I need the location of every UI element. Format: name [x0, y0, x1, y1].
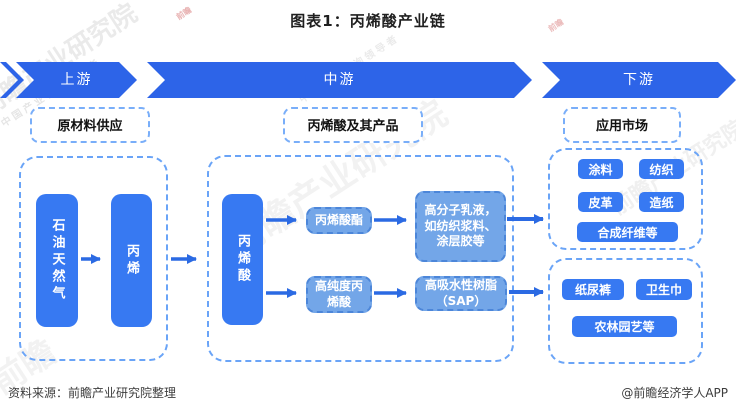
downstream-container-sap-markets — [548, 258, 703, 364]
banner-chevron-sliver — [0, 62, 24, 98]
market-synthetic-fiber: 合成纤维等 — [577, 222, 678, 242]
section-label-application-market: 应用市场 — [563, 107, 681, 143]
market-papermaking: 造纸 — [639, 192, 684, 212]
banner-label-downstream: 下游 — [623, 72, 655, 88]
source-note: 资料来源：前瞻产业研究院整理 — [8, 386, 177, 400]
market-sanitary-napkin: 卫生巾 — [636, 279, 692, 300]
market-diapers: 纸尿裤 — [562, 279, 624, 300]
node-oil-gas: 石油天然气 — [36, 194, 78, 327]
node-polymer-emulsion: 高分子乳液，如纺织浆料、涂层胶等 — [415, 191, 506, 262]
market-leather: 皮革 — [578, 192, 623, 212]
page-title: 图表1：丙烯酸产业链 — [290, 12, 446, 30]
node-sap-resin: 高吸水性树脂（SAP） — [415, 276, 507, 311]
market-agriculture-horticulture: 农林园艺等 — [572, 316, 677, 337]
node-acrylic-acid: 丙烯酸 — [222, 194, 263, 325]
banner-segment-upstream — [16, 62, 137, 98]
banner-segment-midstream — [147, 62, 532, 98]
credit-note: @前瞻经济学人APP — [621, 386, 728, 400]
section-label-acrylic-products: 丙烯酸及其产品 — [283, 107, 423, 143]
node-high-purity-acrylic-acid: 高纯度丙烯酸 — [306, 276, 372, 313]
banner-label-upstream: 上游 — [60, 72, 93, 88]
banner-segment-downstream — [542, 62, 736, 98]
downstream-container-emulsion-markets — [548, 148, 703, 250]
market-coatings: 涂料 — [578, 159, 623, 179]
node-propylene-label: 丙烯 — [124, 243, 139, 278]
upstream-container — [19, 156, 168, 361]
process-banner — [0, 62, 736, 98]
node-propylene: 丙烯 — [111, 194, 152, 327]
midstream-container — [207, 155, 514, 362]
section-label-raw-materials: 原材料供应 — [30, 107, 150, 143]
banner-label-midstream: 中游 — [323, 72, 356, 88]
market-textile: 纺织 — [639, 159, 684, 179]
node-acrylic-acid-label: 丙烯酸 — [235, 234, 250, 285]
node-acrylate-ester: 丙烯酸酯 — [306, 207, 372, 234]
node-oil-gas-label: 石油天然气 — [49, 218, 65, 303]
